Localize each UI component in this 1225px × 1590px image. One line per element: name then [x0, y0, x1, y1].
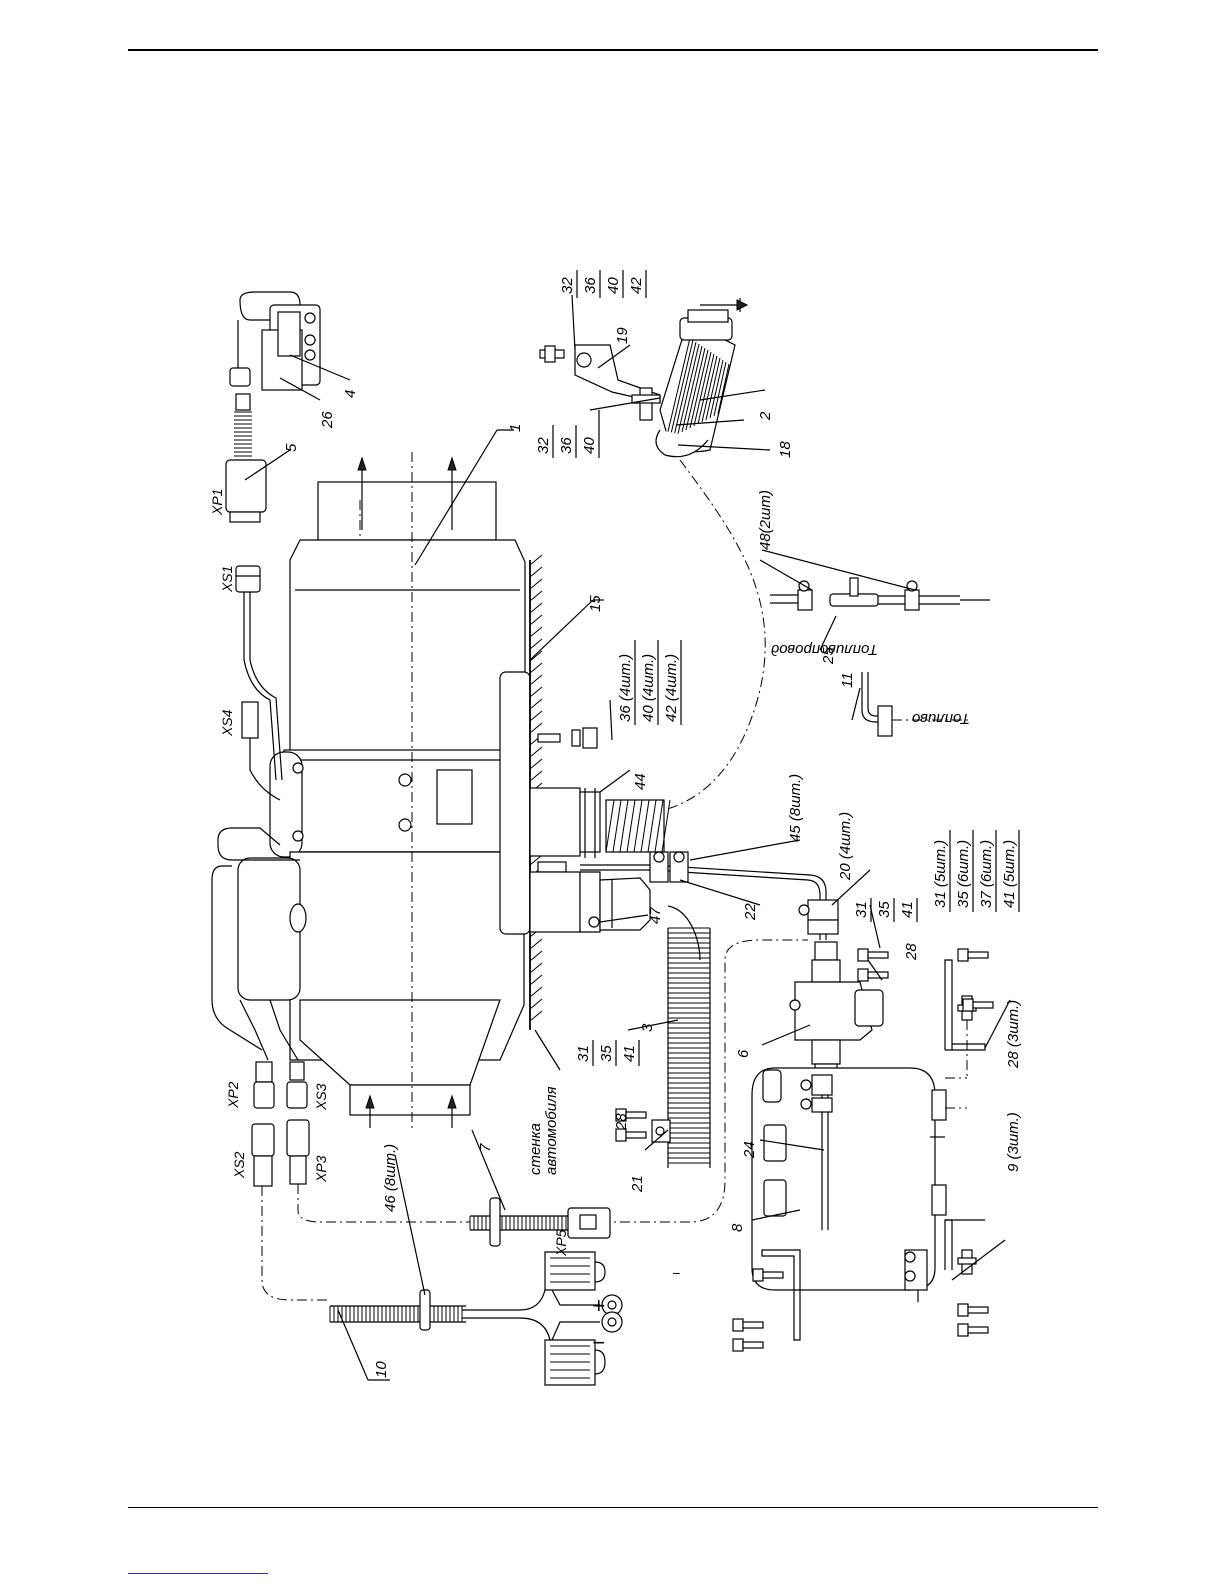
header-rule [128, 49, 1098, 51]
fuel-line-22 [580, 851, 839, 940]
fuel-tee [770, 577, 990, 611]
label-xs1: XS1 [219, 566, 235, 593]
svg-text:42 (4шт.): 42 (4шт.) [663, 654, 680, 722]
svg-text:31: 31 [853, 901, 870, 918]
callout-47: 47 [647, 907, 664, 924]
callout-1: 1 [507, 424, 524, 432]
callout-48: 48(2шт) [757, 490, 774, 550]
svg-text:36: 36 [558, 437, 575, 454]
stack-bracket: 31 (5шт.) 35 (6шт.) 37 (6шт.) 41 (5шт.) [932, 830, 1020, 912]
label-xs2: XS2 [231, 1151, 247, 1179]
fuel-pump [789, 941, 884, 1100]
callout-10: 10 [373, 1361, 390, 1378]
svg-text:32: 32 [559, 277, 576, 294]
svg-text:41: 41 [621, 1045, 638, 1062]
label-xs3: XS3 [313, 1083, 329, 1111]
label-minus-top: − [672, 1265, 680, 1281]
svg-text:41: 41 [899, 901, 916, 918]
callout-25: 25 [820, 647, 837, 665]
label-xs4: XS4 [219, 709, 235, 737]
connector-labels: XP1 XS1 XS4 XP2 XS2 XS3 XP3 XP5 [209, 489, 569, 1257]
callout-44: 44 [632, 773, 649, 790]
callout-stacks: 32 36 40 42 32 36 40 36 (4шт.) 40 (4шт.) [535, 270, 1020, 1066]
svg-text:40: 40 [581, 437, 598, 454]
svg-text:41 (5шт.): 41 (5шт.) [1001, 840, 1018, 908]
callout-11: 11 [839, 672, 856, 688]
svg-text:35: 35 [598, 1045, 615, 1062]
label-xp2: XP2 [225, 1081, 241, 1109]
callout-19: 19 [614, 327, 631, 344]
heater-body [237, 452, 531, 1130]
callout-21: 21 [629, 1175, 646, 1193]
fuel-tank [751, 1067, 947, 1302]
svg-text:35 (6шт.): 35 (6шт.) [955, 840, 972, 908]
svg-text:35: 35 [876, 901, 893, 918]
label-xp1: XP1 [209, 489, 225, 516]
callout-15: 15 [587, 595, 604, 612]
label-plus: + [592, 1293, 605, 1318]
exhaust-outlet [529, 787, 671, 858]
callout-6: 6 [735, 1049, 752, 1058]
callout-26: 26 [319, 411, 336, 429]
callout-46: 46 (8шт.) [382, 1144, 399, 1212]
callout-labels: 1 2 3 4 5 6 7 8 9 (3шт.) 10 11 15 18 19 … [283, 327, 1022, 1378]
power-harness [251, 939, 808, 1386]
stack-top-right: 32 36 40 42 [559, 270, 647, 298]
callout-4: 4 [342, 390, 359, 398]
callout-22: 22 [742, 903, 759, 921]
label-fuel-line: Топливопровод [771, 641, 878, 658]
footer-rule [128, 1507, 1098, 1508]
main-harness [211, 565, 308, 1109]
callout-20: 20 (4шт.) [837, 812, 854, 881]
footer-link-underline[interactable] [128, 1573, 268, 1574]
svg-text:31: 31 [575, 1045, 592, 1062]
callout-9: 9 (3шт.) [1005, 1112, 1022, 1172]
loose-fasteners [615, 948, 994, 1352]
svg-text:31 (5шт.): 31 (5шт.) [932, 840, 949, 908]
descriptive-labels: стенка автомобиля Топливопровод Топливо … [527, 641, 970, 1355]
leader-lines [244, 294, 1011, 1381]
callout-45: 45 (8шт.) [787, 774, 804, 842]
label-xp5: XP5 [553, 1229, 569, 1257]
stack-hose: 31 35 41 [575, 1040, 640, 1066]
fuel-intake [861, 672, 970, 737]
svg-text:40: 40 [605, 277, 622, 294]
label-xp3: XP3 [313, 1155, 329, 1183]
svg-text:40 (4шт.): 40 (4шт.) [640, 654, 657, 722]
callout-3: 3 [639, 1023, 656, 1032]
callout-8: 8 [729, 1223, 746, 1232]
callout-28a: 28 [613, 1113, 630, 1131]
svg-text:42: 42 [628, 277, 645, 294]
label-minus: − [592, 1330, 605, 1355]
callout-28c: 28 (3шт.) [1005, 1000, 1022, 1069]
callout-2: 2 [757, 411, 774, 421]
svg-text:36: 36 [582, 277, 599, 294]
callout-24: 24 [741, 1141, 758, 1159]
svg-text:37 (6шт.): 37 (6шт.) [978, 840, 995, 908]
callout-7: 7 [477, 1143, 494, 1152]
svg-text:32: 32 [535, 437, 552, 454]
label-wall-1: стенка [527, 1123, 544, 1175]
callout-18: 18 [777, 441, 794, 458]
stack-mount: 36 (4шт.) 40 (4шт.) 42 (4шт.) [617, 640, 682, 725]
callout-5: 5 [283, 443, 300, 452]
svg-text:36 (4шт.): 36 (4шт.) [617, 654, 634, 722]
control-panel [225, 291, 321, 523]
label-wall-2: автомобиля [543, 1086, 560, 1175]
label-fuel: Топливо [912, 710, 970, 727]
exhaust-silencer [539, 298, 766, 811]
stack-pump: 31 35 41 [853, 898, 918, 922]
stack-clamp: 32 36 40 [535, 410, 600, 458]
callout-28b: 28 [903, 943, 920, 961]
